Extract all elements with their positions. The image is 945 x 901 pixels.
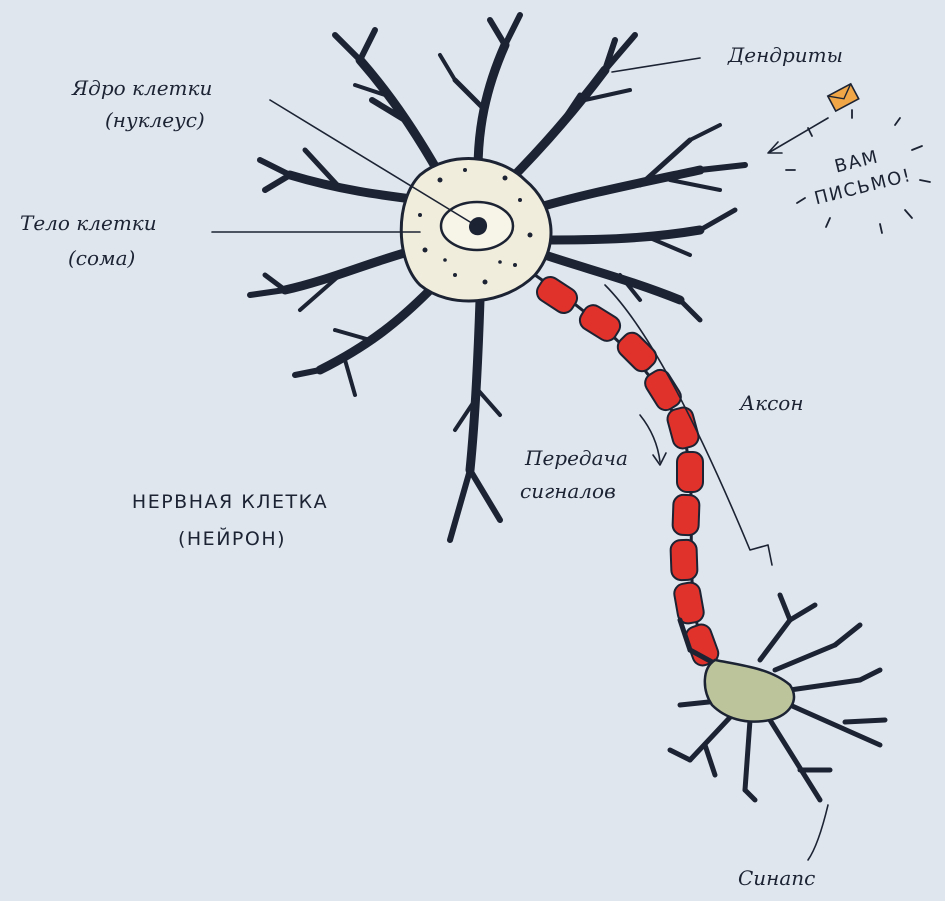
nucleus-label-line1: Ядро клетки bbox=[71, 76, 212, 100]
neuron-title-line2: (НЕЙРОН) bbox=[178, 527, 286, 550]
nucleolus bbox=[468, 217, 488, 236]
signal-label-line2: сигналов bbox=[520, 479, 616, 503]
axon-label: Аксон bbox=[738, 391, 804, 415]
dendrites-leader-line bbox=[611, 57, 701, 73]
myelin-segment bbox=[644, 368, 682, 412]
nucleus-leader-line bbox=[269, 99, 476, 226]
terminal-body bbox=[703, 658, 796, 723]
axon bbox=[533, 273, 720, 667]
leader-lines bbox=[211, 57, 829, 861]
myelin-segment bbox=[616, 331, 658, 373]
soma-label-line2: (сома) bbox=[68, 246, 135, 270]
cell-body-dots bbox=[418, 168, 533, 285]
myelin-segment bbox=[673, 581, 705, 625]
letter-arrow-icon bbox=[767, 117, 829, 154]
synapse-label: Синапс bbox=[738, 866, 815, 890]
myelin-segment bbox=[669, 538, 699, 582]
axon-bracket bbox=[604, 284, 773, 566]
arrow-icon bbox=[639, 414, 667, 466]
letter-label-line2: ПИСЬМО! bbox=[812, 165, 913, 209]
signal-label-line1: Передача bbox=[524, 446, 628, 470]
nucleus-label-line2: (нуклеус) bbox=[105, 108, 205, 132]
synapse-leader-line bbox=[807, 804, 829, 861]
letter-rays bbox=[785, 109, 931, 234]
myelin-segment bbox=[671, 493, 701, 537]
myelin-segment bbox=[535, 276, 579, 314]
axon-terminal bbox=[667, 592, 888, 803]
neuron-title-line1: НЕРВНАЯ КЛЕТКА bbox=[132, 491, 328, 513]
myelin-segment bbox=[676, 451, 704, 493]
dendrites-label: Дендриты bbox=[727, 43, 843, 67]
myelin-segment bbox=[578, 304, 622, 342]
envelope-icon bbox=[826, 82, 860, 113]
soma-label-line1: Тело клетки bbox=[20, 211, 157, 235]
